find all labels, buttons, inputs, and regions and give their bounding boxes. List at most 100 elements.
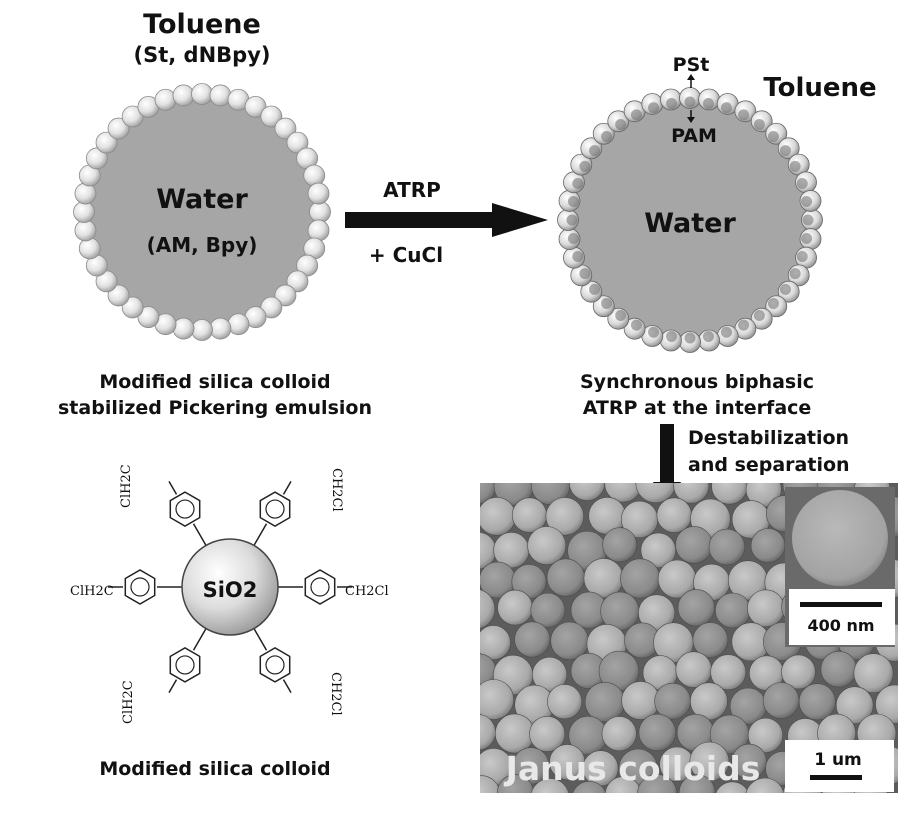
silica-bead (260, 296, 283, 319)
janus-bead-dark-face (796, 250, 808, 262)
janus-bead-dark-face (738, 319, 750, 331)
janus-bead-dark-face (666, 331, 678, 343)
silica-bead (95, 131, 118, 154)
janus-particle (547, 684, 583, 720)
janus-bead-dark-face (779, 283, 791, 295)
pam-pointer-head (687, 117, 695, 123)
silica-bead (260, 105, 283, 128)
janus-particle (708, 528, 746, 566)
janus-particle (584, 681, 626, 723)
janus-particle (480, 625, 511, 660)
janus-bead-dark-face (767, 297, 779, 309)
shell-outer-label-pst: PSt (673, 54, 710, 76)
silica-core-sphere (181, 538, 279, 636)
janus-particle (621, 681, 661, 720)
janus-particle (497, 589, 533, 626)
janus-bead-dark-face (615, 119, 627, 131)
silica-bead (209, 84, 232, 107)
arrow-label-atrp: ATRP (383, 178, 441, 202)
silica-bead (107, 117, 130, 140)
janus-particle (531, 656, 568, 693)
substituent-bottom-left: ClH2C (121, 680, 136, 724)
main-scalebar-box (785, 740, 894, 792)
janus-particle (514, 621, 551, 658)
janus-bead-dark-face (601, 297, 613, 309)
silica-bead (244, 95, 267, 118)
janus-particle (715, 781, 750, 793)
silica-bead (74, 182, 97, 205)
janus-particle (745, 777, 785, 793)
janus-bead-dark-face (572, 178, 584, 190)
silica-bead (303, 164, 326, 187)
janus-bead-dark-face (589, 145, 601, 157)
benzene-aromatic-circle (265, 655, 285, 675)
chloromethyl-bond (282, 480, 292, 495)
silica-bead (154, 88, 177, 111)
janus-bead-dark-face (648, 326, 660, 338)
chloromethyl-bond (168, 480, 178, 495)
janus-particle (480, 497, 516, 536)
janus-particle (798, 683, 836, 721)
benzyl-chloride-arms (108, 480, 352, 694)
janus-bead-dark-face (684, 332, 696, 344)
silica-caption: Modified silica colloid (99, 758, 330, 780)
inset-scalebar (800, 602, 882, 607)
janus-particle (637, 774, 678, 793)
silica-core-label: SiO2 (203, 578, 258, 602)
down-arrow-label-line1: Destabilization (688, 427, 849, 449)
janus-particle (747, 717, 784, 754)
janus-particle (675, 651, 712, 688)
benzene-aromatic-circle (310, 577, 330, 597)
janus-particle (747, 589, 785, 628)
benzene-ring (304, 569, 336, 605)
silica-bead (227, 313, 250, 336)
janus-particle (853, 653, 894, 694)
janus-bead-dark-face (753, 309, 765, 321)
janus-particle (531, 778, 569, 793)
janus-particle (710, 654, 747, 691)
janus-bead-dark-face (615, 309, 627, 321)
silica-bead (309, 201, 331, 223)
benzene-aromatic-circle (130, 577, 150, 597)
janus-particle (731, 743, 767, 780)
silica-bead (172, 317, 195, 340)
janus-bead-dark-face (767, 131, 779, 143)
silica-bead (274, 117, 297, 140)
right-outer-phase-label: Toluene (763, 73, 876, 103)
substituent-bottom-right: CH2Cl (328, 672, 343, 716)
benzene-ring (169, 491, 201, 527)
janus-bead-shell (557, 87, 823, 353)
silica-bead (137, 306, 160, 329)
left-inner-monomers-label: (AM, Bpy) (147, 233, 258, 257)
silica-bead (78, 237, 101, 260)
benzene-aromatic-circle (175, 499, 195, 519)
janus-particle (762, 682, 800, 719)
silica-bead (191, 319, 213, 341)
janus-particle (820, 650, 857, 688)
janus-particle (635, 483, 676, 504)
down-arrow-label-line2: and separation (688, 454, 850, 476)
janus-bead-dark-face (738, 109, 750, 121)
left-caption-line1: Modified silica colloid (99, 371, 330, 393)
silica-bead (307, 182, 330, 205)
chloromethyl-bond (168, 679, 178, 694)
right-caption-line2: ATRP at the interface (583, 397, 812, 419)
janus-particle (677, 589, 715, 627)
janus-particle (656, 497, 692, 533)
janus-bead-dark-face (789, 268, 801, 280)
inset-scale-label: 400 nm (807, 616, 874, 635)
left-outer-phase-label: Toluene (143, 9, 261, 40)
janus-bead-dark-face (579, 160, 591, 172)
janus-particle (546, 558, 585, 597)
benzene-aromatic-circle (175, 655, 195, 675)
janus-particle (604, 776, 642, 793)
janus-particle (480, 679, 514, 720)
janus-particle (480, 589, 496, 629)
janus-bead-dark-face (601, 131, 613, 143)
benzene-ring (259, 491, 291, 527)
silica-bead (191, 83, 213, 105)
arm-bond (192, 523, 208, 548)
janus-bead-dark-face (720, 326, 732, 338)
arm-bond (192, 626, 208, 651)
silica-bead-shell (73, 83, 331, 341)
